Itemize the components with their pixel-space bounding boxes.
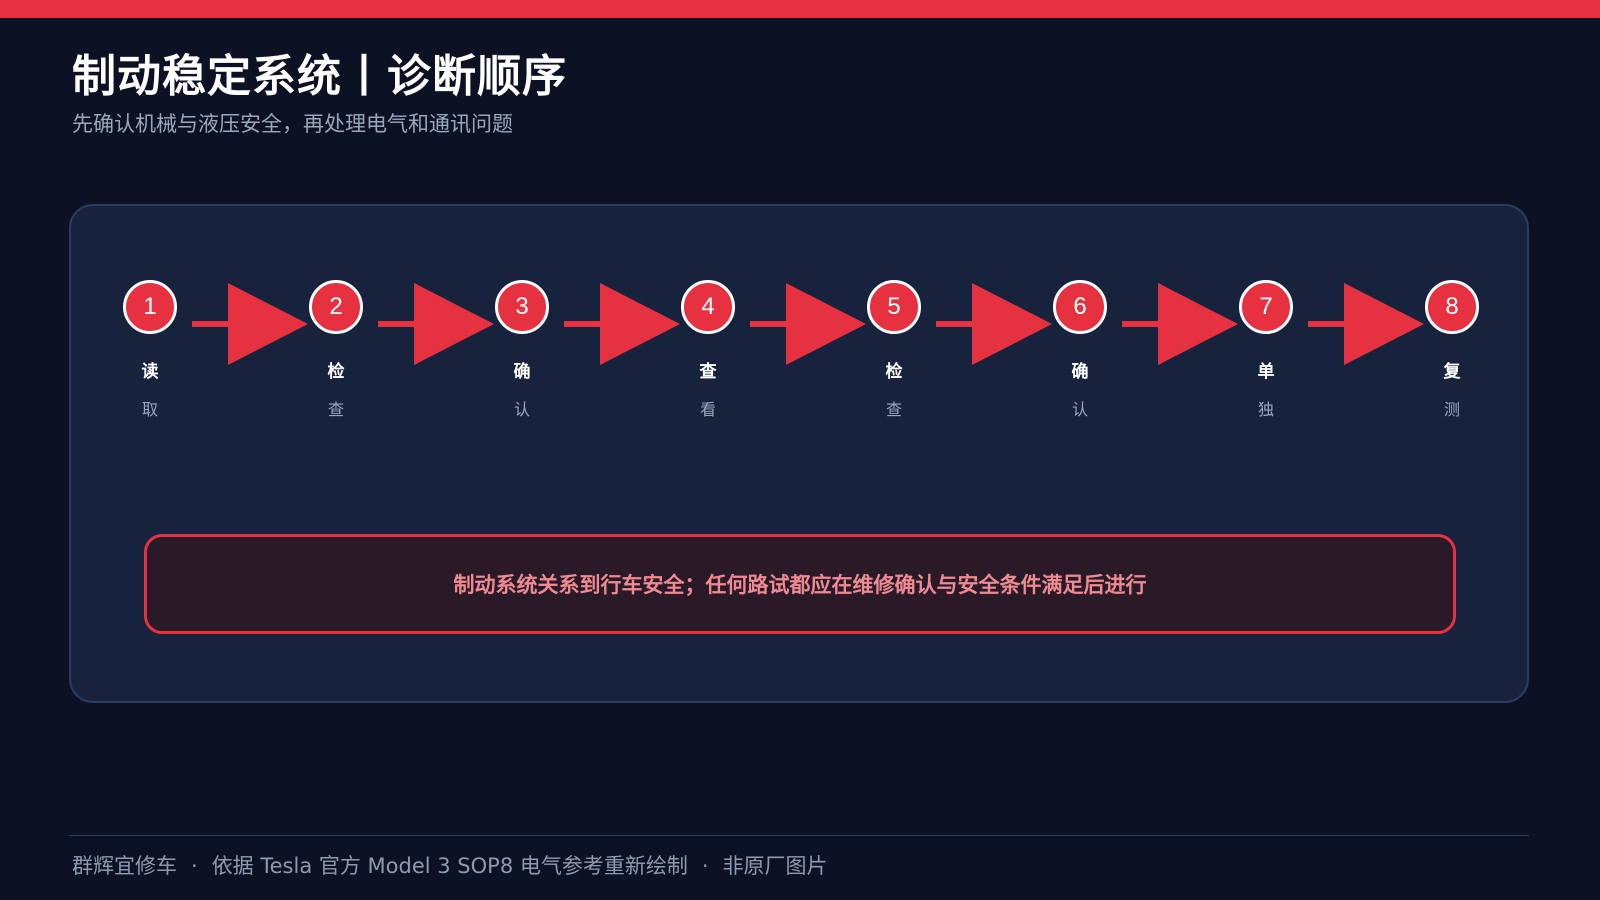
step-sublabel: 认 xyxy=(513,400,530,419)
step-sublabel: 独 xyxy=(1257,400,1274,419)
step-label: 确 xyxy=(1071,362,1089,382)
step-label: 查 xyxy=(699,362,717,382)
safety-warning-box: 制动系统关系到行车安全；任何路试都应在维修确认与安全条件满足后进行 xyxy=(144,534,1456,634)
flow-step-2: 2 检查 xyxy=(276,280,396,420)
step-label: 检 xyxy=(327,362,345,382)
step-label: 单 xyxy=(1257,362,1275,382)
step-number-badge: 4 xyxy=(681,280,735,334)
step-number-badge: 6 xyxy=(1053,280,1107,334)
step-sublabel: 测 xyxy=(1443,400,1460,419)
step-number-badge: 3 xyxy=(495,280,549,334)
step-label: 检 xyxy=(885,362,903,382)
safety-warning-text: 制动系统关系到行车安全；任何路试都应在维修确认与安全条件满足后进行 xyxy=(453,573,1147,597)
step-sublabel: 查 xyxy=(327,400,344,419)
step-label: 复 xyxy=(1443,362,1461,382)
step-number-badge: 8 xyxy=(1425,280,1479,334)
step-label: 确 xyxy=(513,362,531,382)
flow-step-1: 1 读取 xyxy=(90,280,210,420)
footer-separator: · xyxy=(191,854,198,878)
step-label: 读 xyxy=(141,362,159,382)
step-sublabel: 看 xyxy=(699,400,716,419)
step-sublabel: 认 xyxy=(1071,400,1088,419)
footer-note: 非原厂图片 xyxy=(722,854,828,878)
flow-step-6: 6 确认 xyxy=(1020,280,1140,420)
flow-step-3: 3 确认 xyxy=(462,280,582,420)
footer-source: 依据 Tesla 官方 Model 3 SOP8 电气参考重新绘制 xyxy=(211,854,688,878)
step-number-badge: 1 xyxy=(123,280,177,334)
footer: 群辉宜修车 · 依据 Tesla 官方 Model 3 SOP8 电气参考重新绘制 ·… xyxy=(72,850,828,880)
flow-step-7: 7 单独 xyxy=(1206,280,1326,420)
step-number-badge: 2 xyxy=(309,280,363,334)
top-accent-bar xyxy=(0,0,1600,18)
step-sublabel: 查 xyxy=(885,400,902,419)
flow-step-8: 8 复测 xyxy=(1392,280,1512,420)
footer-separator: · xyxy=(701,854,709,878)
flow-step-4: 4 查看 xyxy=(648,280,768,420)
footer-brand: 群辉宜修车 xyxy=(72,854,177,878)
step-number-badge: 7 xyxy=(1239,280,1293,334)
flow-step-5: 5 检查 xyxy=(834,280,954,420)
step-number-badge: 5 xyxy=(867,280,921,334)
page-title: 制动稳定系统丨诊断顺序 xyxy=(72,51,567,102)
page-subtitle: 先确认机械与液压安全，再处理电气和通讯问题 xyxy=(72,112,513,136)
step-sublabel: 取 xyxy=(141,400,158,419)
footer-divider xyxy=(69,835,1529,836)
